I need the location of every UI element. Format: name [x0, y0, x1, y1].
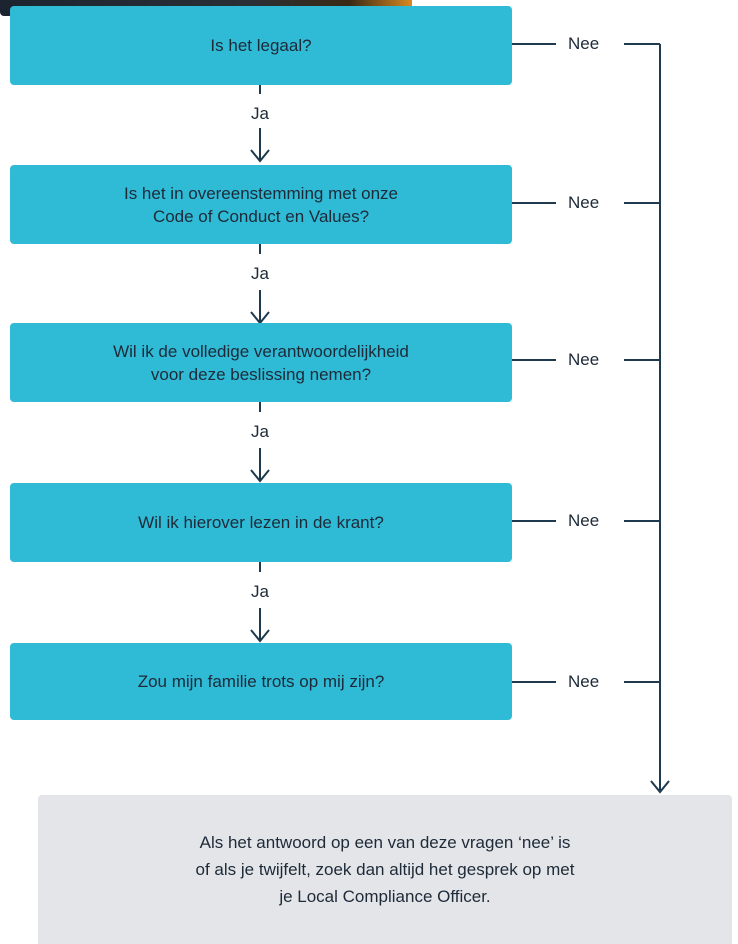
- question-2-line-2: Code of Conduct en Values?: [152, 206, 370, 226]
- question-box-1: Is het legaal?: [10, 6, 512, 85]
- question-1-line-1: Is het legaal?: [210, 36, 312, 55]
- yes-label-1: Ja: [251, 104, 269, 123]
- question-3-line-2: voor deze beslissing nemen?: [150, 364, 372, 384]
- question-4-line-1: Wil ik hierover lezen in de krant?: [138, 513, 384, 532]
- result-line-1: Als het antwoord op een van deze vragen …: [199, 833, 571, 852]
- result-arrow-head: [650, 780, 670, 794]
- result-line-3: je Local Compliance Officer.: [279, 887, 491, 906]
- result-line-2: of als je twijfelt, zoek dan altijd het …: [195, 860, 575, 879]
- question-5-line-1: Zou mijn familie trots op mij zijn?: [137, 672, 385, 691]
- question-box-3: Wil ik de volledige verantwoordelijkheid…: [10, 323, 512, 402]
- question-box-5: Zou mijn familie trots op mij zijn?: [10, 643, 512, 720]
- no-label-4: Nee: [568, 511, 600, 530]
- yes-label-2: Ja: [251, 264, 269, 283]
- yes-label-4: Ja: [251, 582, 269, 601]
- no-label-5: Nee: [568, 672, 600, 691]
- no-label-2: Nee: [568, 193, 600, 212]
- question-2-line-1: Is het in overeenstemming met onze: [123, 183, 399, 203]
- no-label-3: Nee: [568, 350, 600, 369]
- question-3-line-1: Wil ik de volledige verantwoordelijkheid: [113, 341, 409, 361]
- question-box-2: Is het in overeenstemming met onze Code …: [10, 165, 512, 244]
- no-label-1: Nee: [568, 34, 600, 53]
- result-box: Als het antwoord op een van deze vragen …: [38, 795, 732, 944]
- yes-label-3: Ja: [251, 422, 269, 441]
- question-box-4: Wil ik hierover lezen in de krant?: [10, 483, 512, 562]
